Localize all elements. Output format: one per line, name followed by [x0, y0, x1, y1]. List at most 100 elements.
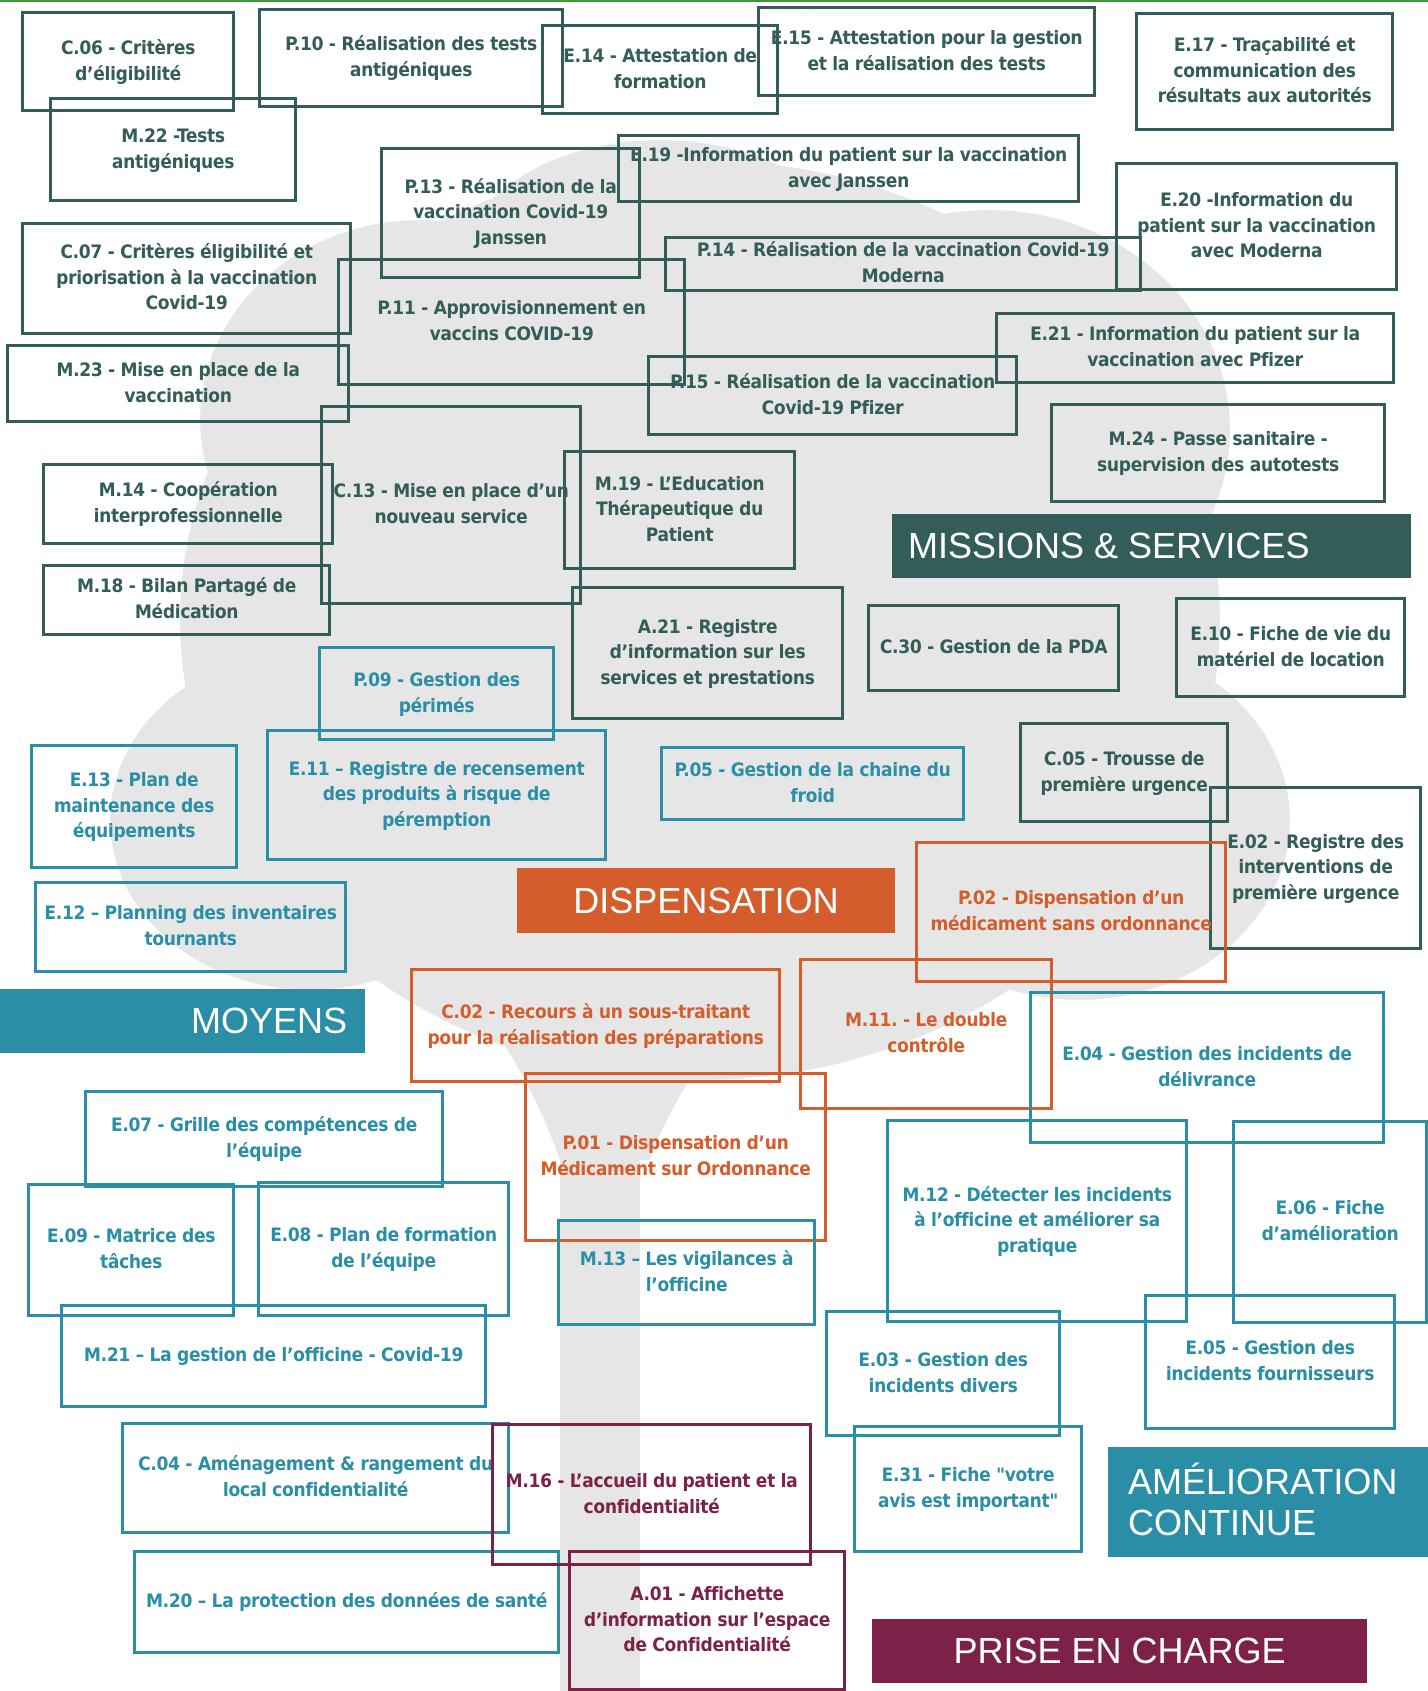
node-p15[interactable]: P.15 - Réalisation de la vaccination Cov… [647, 355, 1018, 436]
node-e09-label: E.09 - Matrice des tâches [46, 1225, 216, 1273]
node-a21[interactable]: A.21 - Registre d’information sur les se… [571, 586, 844, 720]
node-c05[interactable]: C.05 - Trousse de première urgence [1019, 722, 1229, 823]
node-p13-label: P.13 - Réalisation de la vaccination Cov… [404, 175, 617, 249]
node-e31-label: E.31 - Fiche "votre avis est important" [878, 1464, 1058, 1512]
node-m19[interactable]: M.19 - L’Education Thérapeutique du Pati… [563, 450, 796, 570]
node-e02[interactable]: E.02 - Registre des interventions de pre… [1209, 786, 1422, 950]
node-e31[interactable]: E.31 - Fiche "votre avis est important" [853, 1425, 1083, 1553]
node-p10[interactable]: P.10 - Réalisation des tests antigénique… [258, 8, 564, 108]
node-m13[interactable]: M.13 – Les vigilances à l’officine [557, 1219, 816, 1326]
node-e10[interactable]: E.10 - Fiche de vie du matériel de locat… [1175, 597, 1406, 698]
node-e04[interactable]: E.04 - Gestion des incidents de délivran… [1029, 991, 1385, 1144]
node-p01-label: P.01 - Dispensation d’un Médicament sur … [540, 1132, 811, 1180]
node-m20[interactable]: M.20 – La protection des données de sant… [133, 1550, 560, 1654]
node-a21-label: A.21 - Registre d’information sur les se… [600, 615, 815, 689]
node-e11-label: E.11 – Registre de recensement des produ… [288, 757, 585, 831]
node-e03-label: E.03 - Gestion des incidents divers [858, 1348, 1028, 1397]
node-c13-label: C.13 - Mise en place d’un nouveau servic… [333, 480, 569, 528]
node-m16[interactable]: M.16 - L’accueil du patient et la confid… [491, 1423, 812, 1566]
node-e20[interactable]: E.20 -Information du patient sur la vacc… [1115, 162, 1398, 291]
node-p13[interactable]: P.13 - Réalisation de la vaccination Cov… [380, 147, 641, 279]
node-a01-label: A.01 - Affichette d’information sur l’es… [583, 1583, 831, 1657]
node-e19[interactable]: E.19 -Information du patient sur la vacc… [617, 134, 1080, 203]
node-m11-label: M.11. - Le double contrôle [845, 1009, 1007, 1057]
node-e17[interactable]: E.17 - Traçabilité et communication des … [1135, 12, 1394, 131]
node-e21-label: E.21 - Information du patient sur la vac… [1030, 323, 1360, 371]
node-e14[interactable]: E.14 - Attestation de formation [541, 24, 779, 115]
node-a01[interactable]: A.01 - Affichette d’information sur l’es… [568, 1550, 846, 1691]
banner-prise-en-charge: PRISE EN CHARGE [872, 1619, 1367, 1683]
node-m23-label: M.23 - Mise en place de la vaccination [56, 358, 300, 407]
node-e09[interactable]: E.09 - Matrice des tâches [27, 1183, 235, 1317]
node-c05-label: C.05 - Trousse de première urgence [1040, 747, 1208, 796]
node-p14-label: P.14 - Réalisation de la vaccination Cov… [696, 239, 1110, 287]
node-m18-label: M.18 - Bilan Partagé de Médication [76, 575, 297, 623]
node-m16-label: M.16 - L’accueil du patient et la confid… [505, 1469, 798, 1518]
node-m24[interactable]: M.24 - Passe sanitaire - supervision des… [1050, 403, 1386, 503]
node-e15-label: E.15 - Attestation pour la gestion et la… [770, 26, 1083, 75]
node-e06[interactable]: E.06 - Fiche d’amélioration [1232, 1120, 1428, 1324]
node-p05-label: P.05 - Gestion de la chaine du froid [674, 758, 951, 807]
node-e04-label: E.04 - Gestion des incidents de délivran… [1062, 1042, 1352, 1091]
node-c07[interactable]: C.07 - Critères éligibilité et priorisat… [21, 222, 352, 335]
banner-missions-services: MISSIONS & SERVICES [892, 514, 1411, 578]
node-m14-label: M.14 - Coopération interprofessionnelle [93, 479, 283, 527]
node-e05[interactable]: E.05 - Gestion des incidents fournisseur… [1144, 1294, 1396, 1430]
node-m18[interactable]: M.18 - Bilan Partagé de Médication [42, 564, 331, 636]
node-e21[interactable]: E.21 - Information du patient sur la vac… [995, 312, 1395, 384]
node-m24-label: M.24 - Passe sanitaire - supervision des… [1097, 428, 1339, 476]
node-p14[interactable]: P.14 - Réalisation de la vaccination Cov… [664, 236, 1142, 292]
node-e12[interactable]: E.12 – Planning des inventaires tournant… [34, 881, 347, 973]
node-e07-label: E.07 - Grille des compétences de l’équip… [110, 1114, 418, 1162]
node-e08-label: E.08 - Plan de formation de l’équipe [270, 1224, 497, 1272]
node-c13[interactable]: C.13 - Mise en place d’un nouveau servic… [320, 405, 582, 605]
node-m12[interactable]: M.12 - Détecter les incidents à l’offici… [886, 1119, 1188, 1323]
node-m22-label: M.22 -Tests antigéniques [111, 124, 235, 173]
node-c04[interactable]: C.04 - Aménagement & rangement du local … [121, 1422, 510, 1534]
node-e17-label: E.17 - Traçabilité et communication des … [1157, 34, 1372, 108]
node-e02-label: E.02 - Registre des interventions de pre… [1227, 830, 1404, 904]
node-e13[interactable]: E.13 - Plan de maintenance des équipemen… [30, 744, 238, 869]
node-p09-label: P.09 - Gestion des périmés [353, 668, 520, 717]
node-e03[interactable]: E.03 - Gestion des incidents divers [825, 1310, 1061, 1437]
node-p01[interactable]: P.01 - Dispensation d’un Médicament sur … [524, 1072, 827, 1242]
node-p05[interactable]: P.05 - Gestion de la chaine du froid [660, 746, 965, 821]
node-e07[interactable]: E.07 - Grille des compétences de l’équip… [84, 1090, 444, 1188]
node-m20-label: M.20 – La protection des données de sant… [145, 1590, 548, 1613]
node-m12-label: M.12 - Détecter les incidents à l’offici… [902, 1183, 1172, 1257]
top-divider-line [0, 0, 1428, 2]
node-e06-label: E.06 - Fiche d’amélioration [1261, 1197, 1399, 1245]
node-m14[interactable]: M.14 - Coopération interprofessionnelle [42, 463, 334, 545]
node-e20-label: E.20 -Information du patient sur la vacc… [1137, 189, 1376, 263]
node-p11[interactable]: P.11 - Approvisionnement en vaccins COVI… [337, 258, 686, 386]
node-c06-label: C.06 - Critères d’éligibilité [60, 36, 196, 85]
node-c30[interactable]: C.30 - Gestion de la PDA [867, 604, 1120, 692]
node-p10-label: P.10 - Réalisation des tests antigénique… [285, 33, 537, 81]
node-m22[interactable]: M.22 -Tests antigéniques [49, 97, 297, 202]
banner-amelioration-continue: AMÉLIORATION CONTINUE [1108, 1447, 1428, 1557]
node-e10-label: E.10 - Fiche de vie du matériel de locat… [1190, 622, 1391, 671]
node-c06[interactable]: C.06 - Critères d’éligibilité [21, 11, 235, 112]
node-p09[interactable]: P.09 - Gestion des périmés [318, 646, 555, 741]
node-e12-label: E.12 – Planning des inventaires tournant… [44, 902, 337, 950]
node-c07-label: C.07 - Critères éligibilité et priorisat… [56, 241, 317, 315]
node-m19-label: M.19 - L’Education Thérapeutique du Pati… [594, 472, 765, 546]
node-e19-label: E.19 -Information du patient sur la vacc… [630, 143, 1067, 192]
node-p11-label: P.11 - Approvisionnement en vaccins COVI… [377, 297, 646, 345]
node-p02-label: P.02 - Dispensation d’un médicament sans… [930, 887, 1212, 935]
node-m13-label: M.13 – Les vigilances à l’officine [579, 1247, 794, 1296]
node-m11[interactable]: M.11. - Le double contrôle [799, 958, 1053, 1110]
node-p15-label: P.15 - Réalisation de la vaccination Cov… [670, 370, 995, 419]
banner-dispensation: DISPENSATION [517, 868, 895, 933]
node-c30-label: C.30 - Gestion de la PDA [879, 636, 1108, 659]
node-e08[interactable]: E.08 - Plan de formation de l’équipe [257, 1181, 510, 1317]
node-p02[interactable]: P.02 - Dispensation d’un médicament sans… [915, 841, 1227, 983]
node-m23[interactable]: M.23 - Mise en place de la vaccination [6, 344, 350, 423]
banner-moyens: MOYENS [0, 989, 365, 1053]
node-e05-label: E.05 - Gestion des incidents fournisseur… [1165, 1337, 1375, 1385]
node-c04-label: C.04 - Aménagement & rangement du local … [138, 1453, 493, 1501]
node-c02[interactable]: C.02 - Recours à un sous-traitant pour l… [410, 968, 781, 1083]
node-e15[interactable]: E.15 - Attestation pour la gestion et la… [757, 6, 1096, 97]
node-m21[interactable]: M.21 – La gestion de l’officine - Covid-… [60, 1304, 487, 1408]
node-e11[interactable]: E.11 – Registre de recensement des produ… [266, 729, 607, 861]
